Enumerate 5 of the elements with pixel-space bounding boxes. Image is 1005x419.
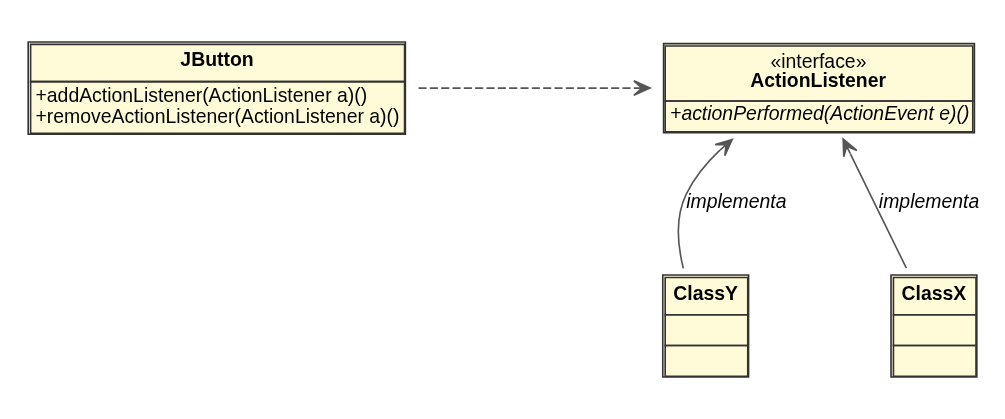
arrow bbox=[417, 80, 651, 97]
edge-label: implementa bbox=[686, 190, 787, 213]
arrow bbox=[677, 138, 734, 270]
edge-label: implementa bbox=[878, 190, 980, 213]
arrow bbox=[842, 138, 908, 270]
